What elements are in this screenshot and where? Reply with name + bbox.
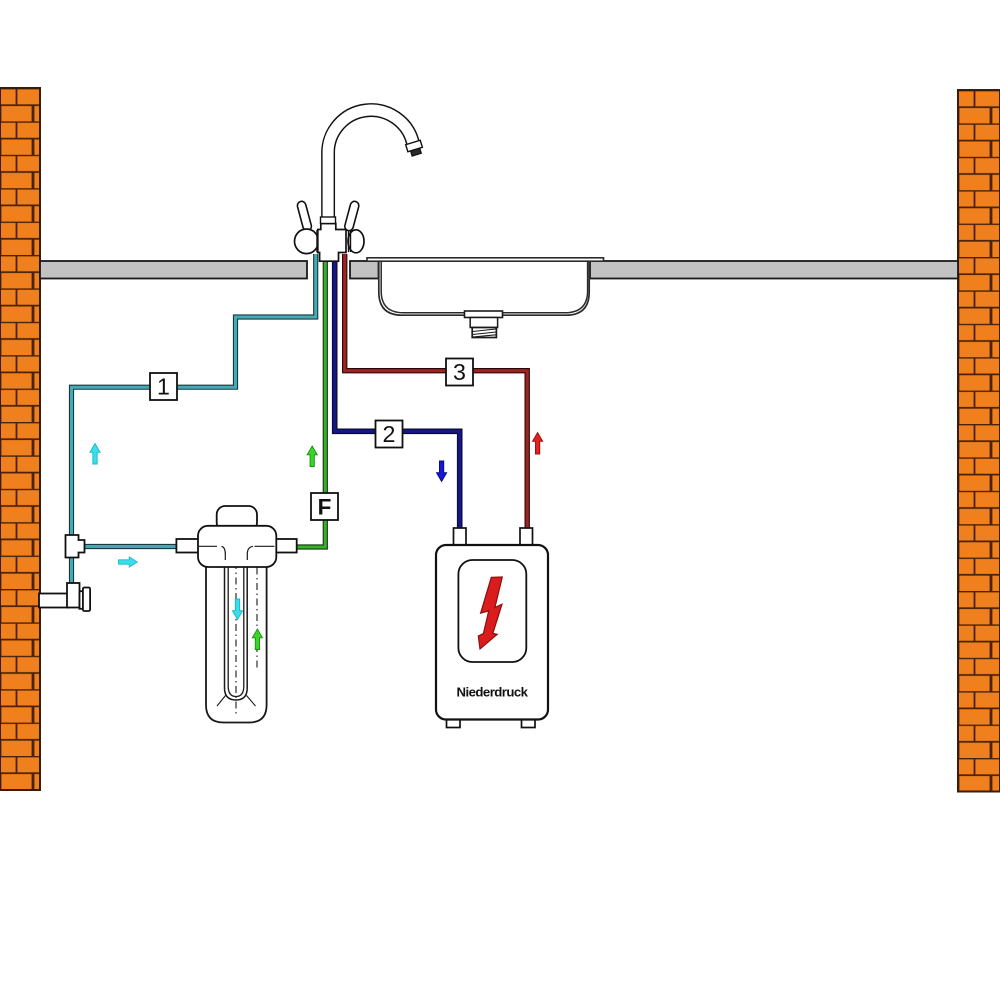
svg-text:F: F <box>318 495 332 520</box>
svg-text:3: 3 <box>453 359 466 385</box>
svg-text:Niederdruck: Niederdruck <box>457 684 529 699</box>
svg-text:2: 2 <box>383 421 396 447</box>
svg-text:1: 1 <box>157 374 170 400</box>
